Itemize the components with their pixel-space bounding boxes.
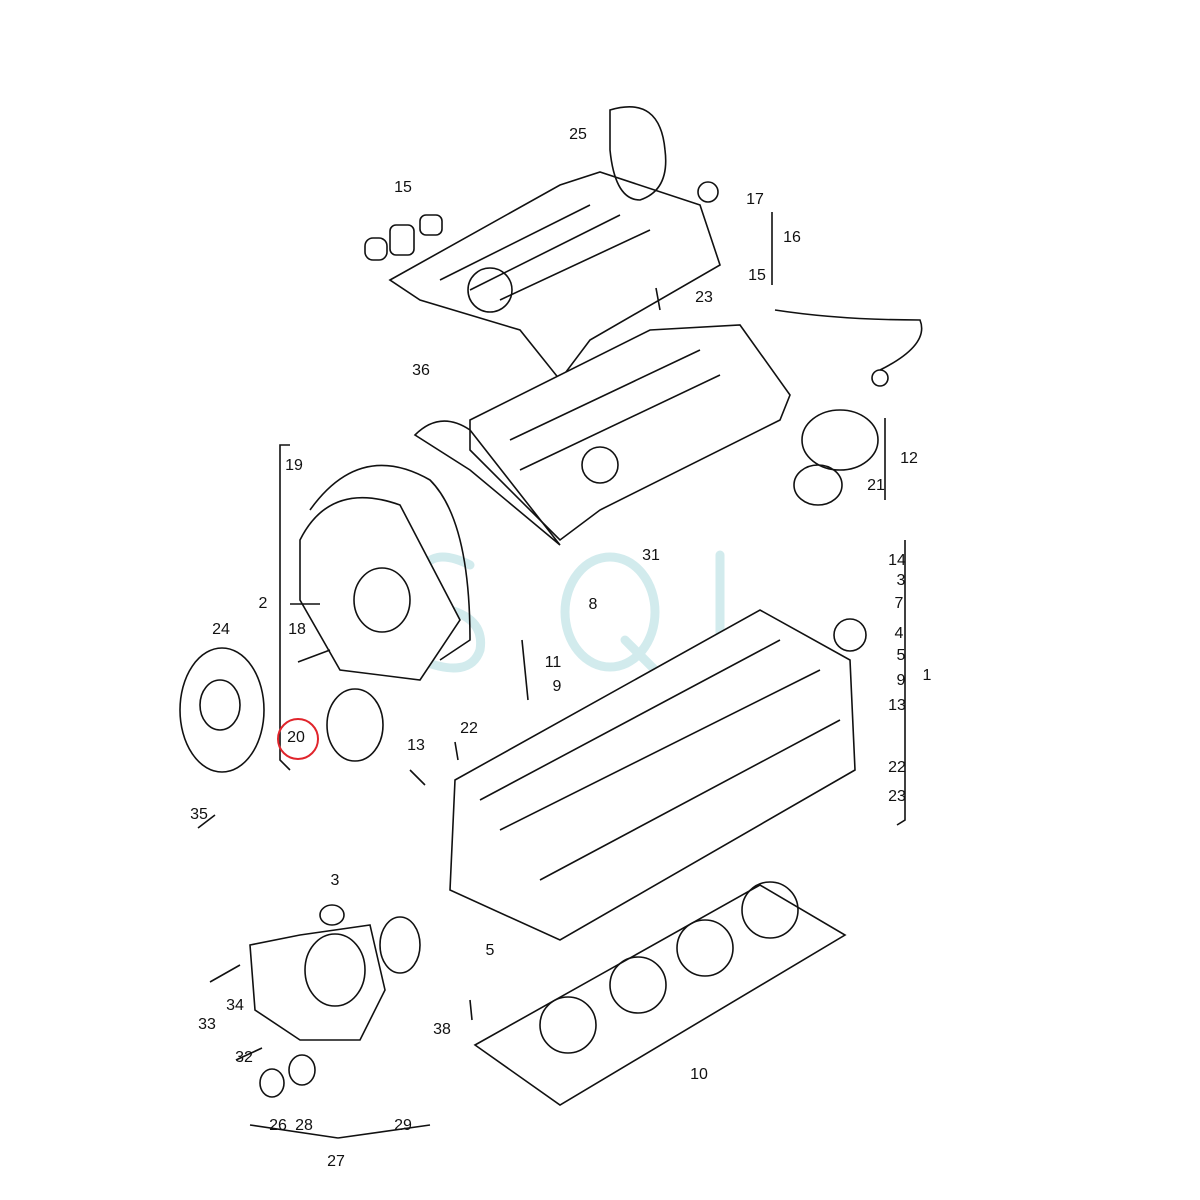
highlight-circle xyxy=(277,718,319,760)
head-gasket xyxy=(473,884,847,1106)
gasket-19 xyxy=(309,464,471,661)
part-label: 22 xyxy=(460,720,478,737)
gasket-25 xyxy=(609,106,667,201)
seal-26 xyxy=(259,1068,285,1098)
part-label: 5 xyxy=(485,942,495,959)
part-label: 26 xyxy=(269,1117,287,1134)
part-label: 38 xyxy=(433,1021,451,1038)
valve-cover xyxy=(469,324,791,542)
engine-cover xyxy=(388,171,721,382)
part-label: 1 xyxy=(922,667,932,684)
part-label: 27 xyxy=(327,1153,345,1170)
cover-gasket xyxy=(413,420,561,546)
part-label: 32 xyxy=(235,1049,253,1066)
seal-15 xyxy=(364,237,388,261)
pump-plate-24 xyxy=(179,647,265,773)
timing-cover xyxy=(299,496,461,681)
part-label: 21 xyxy=(867,477,885,494)
part-label: 9 xyxy=(896,672,906,689)
part-label: 33 xyxy=(198,1016,216,1033)
part-label: 14 xyxy=(888,552,906,569)
part-label: 31 xyxy=(642,547,660,564)
part-label: 35 xyxy=(190,806,208,823)
part-label: 24 xyxy=(212,621,230,638)
part-label: 20 xyxy=(287,729,305,746)
part-label: 28 xyxy=(295,1117,313,1134)
part-label: 15 xyxy=(748,267,766,284)
breather-hose xyxy=(774,309,923,371)
oil-cap xyxy=(801,409,879,471)
part-label: 3 xyxy=(330,872,340,889)
part-label: 15 xyxy=(394,179,412,196)
part-label: 23 xyxy=(695,289,713,306)
part-label: 16 xyxy=(783,229,801,246)
plug-3 xyxy=(319,904,345,926)
seal-ring-21 xyxy=(793,464,843,506)
seal-ring-20 xyxy=(326,688,384,762)
part-label: 13 xyxy=(888,697,906,714)
part-label: 13 xyxy=(407,737,425,754)
part-label: 34 xyxy=(226,997,244,1014)
part-label: 18 xyxy=(288,621,306,638)
cylinder-head xyxy=(449,609,856,941)
pump-housing xyxy=(249,924,386,1041)
part-label: 25 xyxy=(569,126,587,143)
part-label: 11 xyxy=(544,654,562,671)
part-label: 8 xyxy=(588,596,598,613)
part-label: 22 xyxy=(888,759,906,776)
part-label: 29 xyxy=(394,1117,412,1134)
part-label: 7 xyxy=(894,595,904,612)
part-label: 23 xyxy=(888,788,906,805)
bushing-28 xyxy=(288,1054,316,1086)
part-label: 36 xyxy=(412,362,430,379)
part-label: 12 xyxy=(900,450,918,467)
part-label: 17 xyxy=(746,191,764,208)
part-label: 3 xyxy=(896,572,906,589)
part-label: 2 xyxy=(258,595,268,612)
part-label: 9 xyxy=(552,678,562,695)
part-label: 5 xyxy=(896,647,906,664)
seal-ring-29 xyxy=(379,916,421,974)
part-label: 10 xyxy=(690,1066,708,1083)
part-label: 4 xyxy=(894,625,904,642)
part-label: 19 xyxy=(285,457,303,474)
